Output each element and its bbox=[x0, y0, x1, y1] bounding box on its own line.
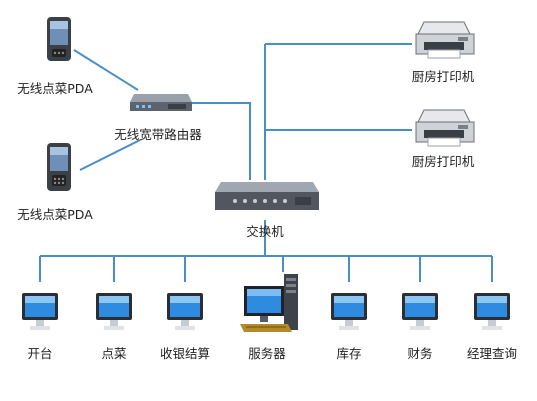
monitor-icon bbox=[331, 293, 367, 330]
terminal-label: 收银结算 bbox=[159, 346, 211, 361]
monitor-icon bbox=[474, 293, 510, 330]
switch-icon bbox=[215, 182, 319, 210]
pda-icon bbox=[47, 17, 71, 61]
switch-label: 交换机 bbox=[246, 224, 284, 239]
monitor-icon bbox=[96, 293, 132, 330]
terminal-label: 开台 bbox=[27, 346, 53, 361]
link-pda-bottom-router bbox=[79, 139, 141, 171]
monitor-icon bbox=[167, 293, 203, 330]
terminal-label: 点菜 bbox=[101, 346, 127, 361]
monitor-icon bbox=[22, 293, 58, 330]
pda-top-label: 无线点菜PDA bbox=[17, 81, 93, 96]
server-icon bbox=[240, 274, 298, 332]
printer-bottom-label: 厨房打印机 bbox=[411, 154, 475, 169]
terminal-label: 库存 bbox=[336, 346, 362, 361]
printer-top-label: 厨房打印机 bbox=[411, 69, 475, 84]
printer-icon bbox=[415, 21, 475, 59]
link-pda-top-router bbox=[73, 49, 139, 91]
pda-bottom-label: 无线点菜PDA bbox=[17, 207, 93, 222]
router-icon bbox=[130, 94, 192, 111]
terminal-label: 财务 bbox=[407, 346, 433, 361]
printer-icon bbox=[415, 109, 475, 147]
pda-icon bbox=[47, 143, 71, 191]
router-label: 无线宽带路由器 bbox=[114, 127, 202, 142]
link-router-switch bbox=[188, 102, 251, 180]
terminal-label: 经理查询 bbox=[466, 346, 518, 361]
monitor-icon bbox=[402, 293, 438, 330]
server-label: 服务器 bbox=[248, 346, 286, 361]
